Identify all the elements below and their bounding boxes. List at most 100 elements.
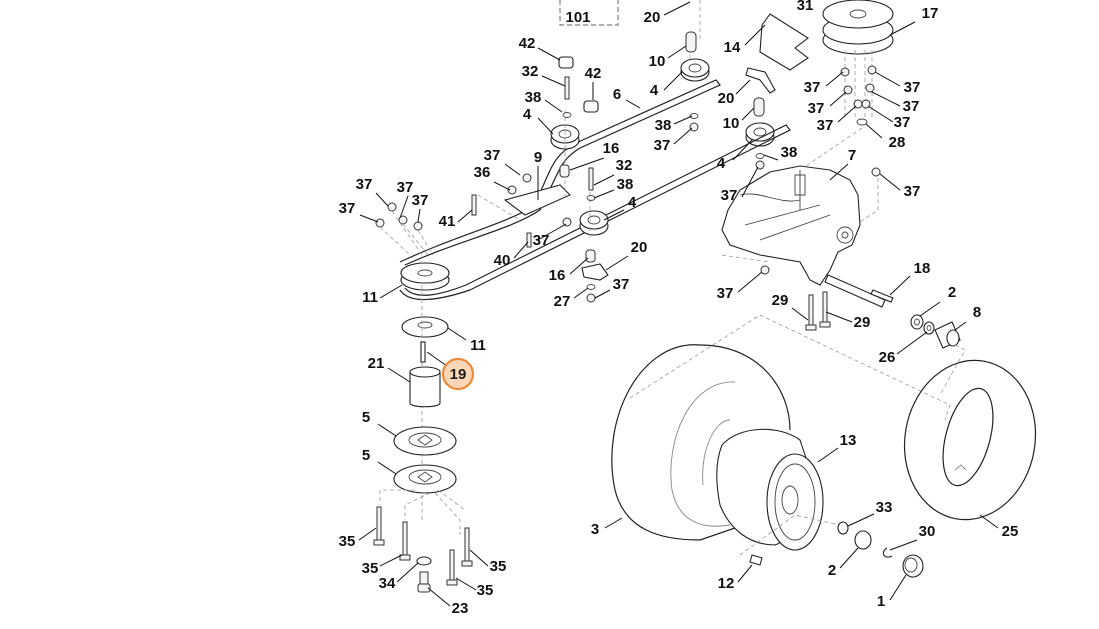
callout-4[interactable]: 4 — [717, 139, 753, 172]
callout-16[interactable]: 16 — [569, 140, 619, 171]
callout-26[interactable]: 26 — [879, 331, 928, 366]
callout-37[interactable]: 37 — [654, 127, 693, 154]
drive-pulley-part-17[interactable] — [822, 0, 894, 55]
hub-cap-part-1[interactable] — [902, 554, 924, 578]
callout-7[interactable]: 7 — [829, 147, 856, 181]
callout-31[interactable]: 31 — [797, 0, 814, 14]
callout-36[interactable]: 36 — [474, 164, 511, 191]
callout-101[interactable]: 101 — [565, 9, 590, 26]
cap-part-42-left[interactable] — [558, 56, 574, 69]
callout-38[interactable]: 38 — [593, 176, 633, 199]
callout-37[interactable]: 37 — [721, 166, 759, 204]
callout-14[interactable]: 14 — [724, 24, 766, 56]
callout-37[interactable]: 37 — [356, 176, 389, 207]
callout-25[interactable]: 25 — [979, 514, 1018, 540]
drive-belt-part-6[interactable] — [399, 79, 721, 266]
callout-37[interactable]: 37 — [804, 71, 844, 96]
callout-37[interactable]: 37 — [817, 105, 857, 134]
callout-34[interactable]: 34 — [379, 562, 419, 592]
callout-5[interactable]: 5 — [362, 409, 397, 437]
bolt-part-35-c[interactable] — [461, 527, 473, 567]
callout-27[interactable]: 27 — [554, 287, 589, 310]
callout-1[interactable]: 1 — [877, 574, 907, 610]
cap-part-42-right[interactable] — [583, 100, 599, 113]
callout-6[interactable]: 6 — [613, 86, 641, 109]
callout-35[interactable]: 35 — [362, 554, 403, 577]
callout-21[interactable]: 21 — [368, 355, 411, 383]
idler-pulley-part-4-upper-right[interactable] — [680, 58, 710, 82]
key-part-18[interactable] — [870, 289, 894, 303]
transmission-part-7[interactable] — [721, 165, 886, 308]
callout-20[interactable]: 20 — [605, 239, 647, 271]
callout-35[interactable]: 35 — [455, 577, 493, 599]
callout-37[interactable]: 37 — [594, 276, 629, 299]
callout-38[interactable]: 38 — [763, 144, 797, 161]
pin-part-19[interactable] — [420, 341, 426, 363]
callout-11[interactable]: 11 — [362, 284, 403, 306]
callout-37[interactable]: 37 — [874, 71, 920, 96]
callout-29[interactable]: 29 — [772, 292, 809, 321]
washer-part-2-axle[interactable] — [910, 314, 924, 330]
hub-part-21[interactable] — [409, 366, 441, 408]
callout-35[interactable]: 35 — [469, 549, 506, 575]
callout-37[interactable]: 37 — [339, 200, 379, 223]
callout-42[interactable]: 42 — [519, 35, 561, 61]
callout-33[interactable]: 33 — [847, 499, 892, 527]
callout-37[interactable]: 37 — [412, 192, 429, 223]
callout-10[interactable]: 10 — [723, 107, 755, 132]
callout-32[interactable]: 32 — [593, 157, 632, 186]
callout-37[interactable]: 37 — [867, 105, 910, 131]
callout-37[interactable]: 37 — [397, 179, 414, 219]
callout-4[interactable]: 4 — [523, 106, 554, 135]
callout-20[interactable]: 20 — [644, 1, 691, 26]
sleeve-part-8[interactable] — [934, 321, 961, 349]
callout-4[interactable]: 4 — [650, 71, 683, 99]
callout-2[interactable]: 2 — [919, 284, 956, 317]
bolt-part-35-a[interactable] — [373, 506, 385, 546]
bolt-part-35-b[interactable] — [399, 521, 411, 561]
callout-4[interactable]: 4 — [603, 194, 637, 221]
callout-29[interactable]: 29 — [825, 311, 870, 331]
bolt-part-29-right[interactable] — [819, 291, 831, 328]
callout-37[interactable]: 37 — [879, 173, 920, 200]
spacer-sleeve-part-10-lower[interactable] — [753, 97, 765, 117]
callout-11[interactable]: 11 — [447, 327, 486, 354]
callout-37[interactable]: 37 — [484, 147, 521, 176]
callout-37[interactable]: 37 — [717, 271, 763, 302]
idler-pulley-part-4-middle[interactable] — [579, 210, 609, 236]
valve-part-12[interactable] — [749, 554, 763, 566]
callout-19-highlighted[interactable]: 19 — [426, 351, 475, 391]
inner-tube-part-25[interactable] — [892, 350, 1048, 530]
bracket-part-20-upper[interactable] — [745, 67, 776, 94]
callout-5[interactable]: 5 — [362, 447, 397, 475]
callout-37[interactable]: 37 — [533, 223, 567, 249]
callout-12[interactable]: 12 — [718, 564, 753, 592]
spacer-sleeve-part-10[interactable] — [685, 31, 697, 53]
callout-37[interactable]: 37 — [808, 91, 847, 117]
tire-part-3[interactable] — [611, 344, 791, 541]
callout-23[interactable]: 23 — [427, 587, 468, 617]
bolt-part-35-d[interactable] — [446, 549, 458, 586]
callout-16[interactable]: 16 — [549, 257, 589, 284]
callout-9[interactable]: 9 — [534, 149, 542, 200]
callout-32[interactable]: 32 — [522, 63, 566, 87]
callout-35[interactable]: 35 — [339, 527, 377, 550]
callout-13[interactable]: 13 — [817, 432, 856, 463]
disc-part-5-upper[interactable] — [393, 426, 457, 456]
drive-belt-lower[interactable] — [399, 124, 791, 301]
callout-3[interactable]: 3 — [591, 517, 623, 538]
bolt-part-23[interactable] — [417, 571, 431, 593]
callout-38[interactable]: 38 — [525, 89, 563, 113]
callout-41[interactable]: 41 — [439, 209, 473, 230]
callout-28[interactable]: 28 — [865, 123, 905, 151]
callout-8[interactable]: 8 — [954, 304, 981, 331]
callout-40[interactable]: 40 — [494, 241, 529, 269]
callout-30[interactable]: 30 — [889, 523, 935, 551]
pulley-part-11-upper[interactable] — [400, 262, 450, 291]
rim-part-13[interactable] — [716, 428, 824, 551]
callout-2[interactable]: 2 — [828, 547, 859, 579]
callout-42[interactable]: 42 — [585, 65, 602, 100]
washer-part-26[interactable] — [923, 321, 935, 335]
pulley-part-11-lower[interactable] — [401, 316, 449, 338]
disc-part-5-lower[interactable] — [393, 464, 457, 494]
